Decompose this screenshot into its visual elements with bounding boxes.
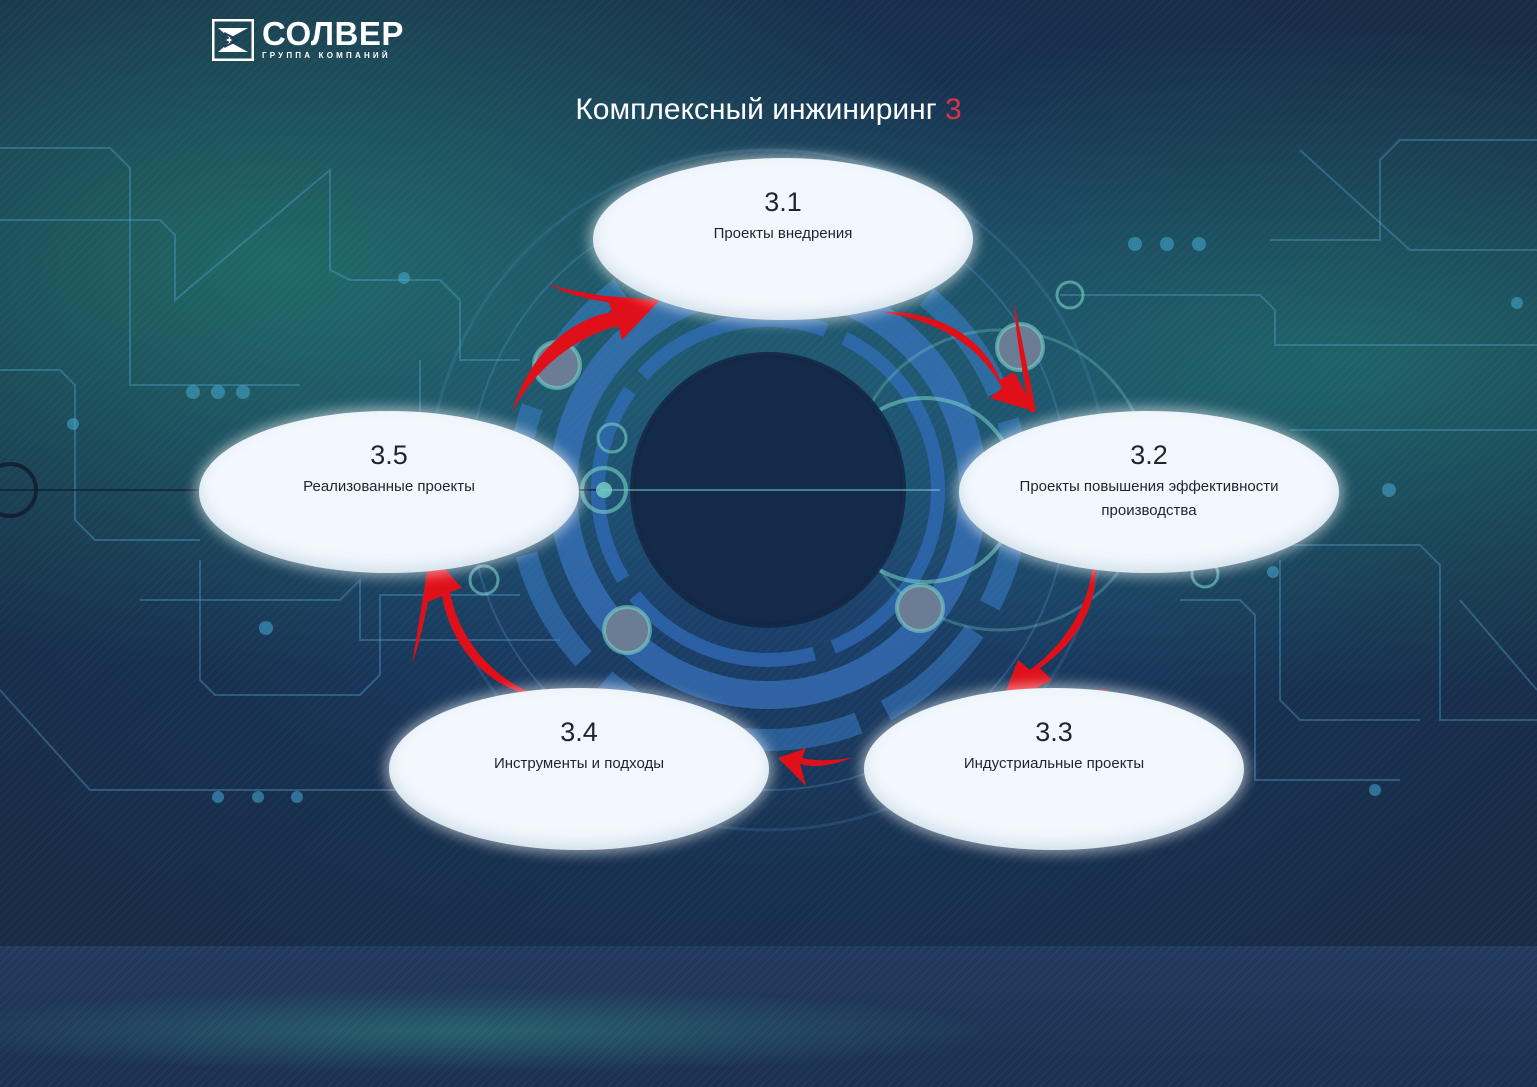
logo-subtitle: ГРУППА КОМПАНИЙ [262,51,391,60]
node-3-4[interactable]: 3.4 Инструменты и подходы [389,688,769,850]
node-label: Инструменты и подходы [493,755,664,772]
node-3-2[interactable]: 3.2 Проекты повышения эффективности прои… [959,411,1339,573]
node-label: Индустриальные проекты [963,755,1145,772]
logo-name: СОЛВЕР [262,15,404,52]
node-label: Реализованные проекты [303,478,475,495]
node-label: Проекты повышения эффективности производ… [1019,478,1279,519]
node-3-3[interactable]: 3.3 Индустриальные проекты [864,688,1244,850]
node-3-1[interactable]: 3.1 Проекты внедрения [593,158,973,320]
node-number: 3.3 [1035,717,1073,747]
page-title: Комплексный инжиниринг 3 [0,93,1537,127]
node-number: 3.2 [1130,440,1168,470]
node-number: 3.5 [370,440,408,470]
node-3-5[interactable]: 3.5 Реализованные проекты [199,411,579,573]
node-number: 3.1 [764,187,802,217]
footer-band [0,946,1537,1087]
company-logo[interactable]: СОЛВЕР ГРУППА КОМПАНИЙ [212,15,404,62]
page-title-accent: 3 [945,93,962,126]
page-title-text: Комплексный инжиниринг [575,93,937,126]
node-label: Проекты внедрения [713,225,853,242]
logo-emblem-icon [212,19,254,61]
node-number: 3.4 [560,717,598,747]
